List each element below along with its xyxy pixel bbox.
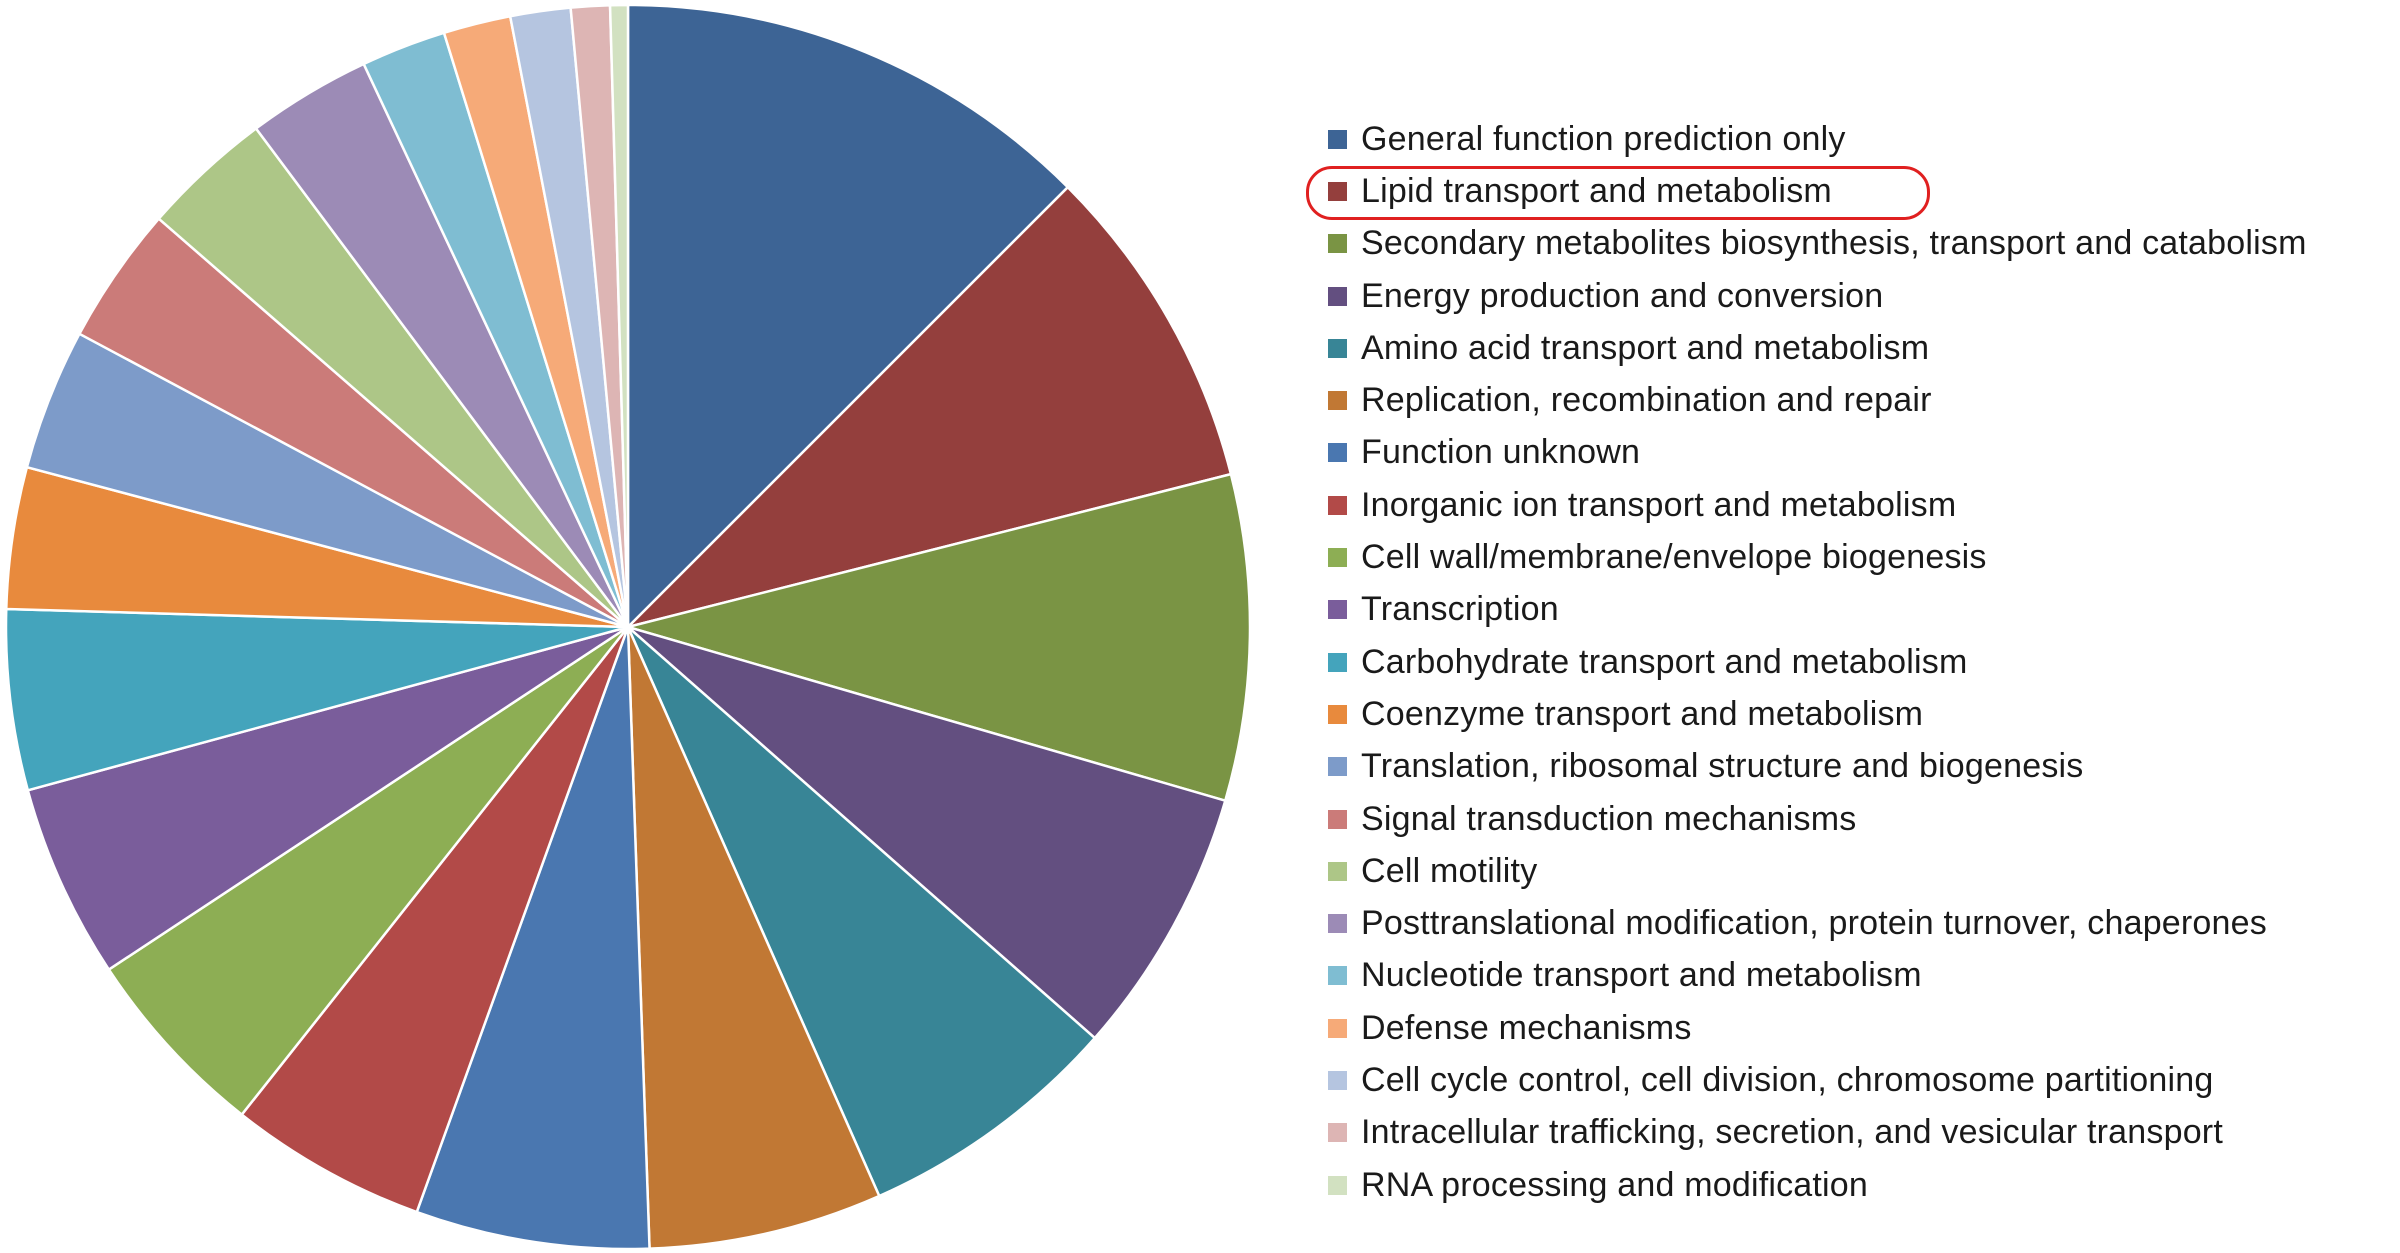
legend-label: Energy production and conversion: [1361, 276, 1884, 315]
legend-label: General function prediction only: [1361, 119, 1846, 158]
legend-item: Signal transduction mechanisms: [1328, 793, 2400, 845]
legend-swatch: [1328, 861, 1347, 881]
legend-item: Secondary metabolites biosynthesis, tran…: [1328, 218, 2400, 270]
legend-swatch: [1328, 234, 1347, 254]
legend-label: Function unknown: [1361, 433, 1641, 472]
pie-slice: [608, 3, 630, 629]
legend-item: Amino acid transport and metabolism: [1328, 322, 2400, 374]
legend-swatch: [1328, 181, 1347, 201]
legend-swatch: [1328, 1018, 1347, 1038]
legend-item: Lipid transport and metabolism: [1306, 165, 2400, 221]
legend-label: Translation, ribosomal structure and bio…: [1361, 747, 2084, 786]
legend-label: Nucleotide transport and metabolism: [1361, 956, 1922, 995]
legend-label: Cell motility: [1361, 851, 1538, 890]
pie-slices: [4, 3, 1252, 1251]
legend-label: Defense mechanisms: [1361, 1008, 1692, 1047]
legend-item: General function prediction only: [1328, 113, 2400, 165]
legend-swatch: [1328, 652, 1347, 672]
legend-item: Cell cycle control, cell division, chrom…: [1328, 1054, 2400, 1106]
legend-swatch: [1328, 495, 1347, 515]
legend-label: Inorganic ion transport and metabolism: [1361, 485, 1957, 524]
legend-swatch: [1328, 129, 1347, 149]
legend-swatch: [1328, 286, 1347, 306]
pie-slice: [626, 3, 1070, 629]
legend-swatch: [1328, 391, 1347, 411]
pie-slice: [107, 625, 630, 1116]
pie-slice: [240, 625, 630, 1214]
legend-item: Function unknown: [1328, 427, 2400, 479]
pie-slice: [4, 607, 630, 792]
legend-item: RNA processing and modification: [1328, 1159, 2400, 1211]
legend-label: Amino acid transport and metabolism: [1361, 328, 1930, 367]
pie-slice: [626, 625, 881, 1250]
legend-item: Coenzyme transport and metabolism: [1328, 688, 2400, 740]
legend-label: Cell cycle control, cell division, chrom…: [1361, 1060, 2214, 1099]
legend-label: Intracellular trafficking, secretion, an…: [1361, 1113, 2223, 1152]
legend-item: Nucleotide transport and metabolism: [1328, 950, 2400, 1002]
legend-label: Cell wall/membrane/envelope biogenesis: [1361, 538, 1987, 577]
legend-label: Posttranslational modification, protein …: [1361, 904, 2267, 943]
legend-label: Coenzyme transport and metabolism: [1361, 694, 1924, 733]
legend-item: Carbohydrate transport and metabolism: [1328, 636, 2400, 688]
legend-swatch: [1328, 338, 1347, 358]
legend-item: Transcription: [1328, 584, 2400, 636]
pie-plot-area: [4, 3, 1252, 1251]
legend-swatch: [1328, 1123, 1347, 1143]
legend-swatch: [1328, 704, 1347, 724]
legend-swatch: [1328, 809, 1347, 829]
pie-slice: [626, 625, 1227, 1040]
legend-label: Replication, recombination and repair: [1361, 381, 1932, 420]
pie-slice: [415, 625, 651, 1251]
legend-label: Transcription: [1361, 590, 1559, 629]
legend-swatch: [1328, 1175, 1347, 1195]
legend-item: Energy production and conversion: [1328, 270, 2400, 322]
pie-slice: [626, 472, 1252, 802]
legend-swatch: [1328, 1070, 1347, 1090]
legend-item: Intracellular trafficking, secretion, an…: [1328, 1107, 2400, 1159]
legend-swatch: [1328, 966, 1347, 986]
legend-item: Inorganic ion transport and metabolism: [1328, 479, 2400, 531]
legend-swatch: [1328, 600, 1347, 620]
pie-slice: [626, 185, 1233, 629]
legend-item: Cell motility: [1328, 845, 2400, 897]
legend-item: Defense mechanisms: [1328, 1002, 2400, 1054]
legend-item: Replication, recombination and repair: [1328, 374, 2400, 426]
legend-swatch: [1328, 548, 1347, 568]
legend-label: Carbohydrate transport and metabolism: [1361, 642, 1968, 681]
legend-label: Signal transduction mechanisms: [1361, 799, 1857, 838]
legend-swatch: [1328, 757, 1347, 777]
legend-item: Cell wall/membrane/envelope biogenesis: [1328, 531, 2400, 583]
pie-slice: [26, 625, 630, 971]
legend-label: Lipid transport and metabolism: [1361, 171, 1832, 210]
legend-label: RNA processing and modification: [1361, 1165, 1869, 1204]
legend-item: Translation, ribosomal structure and bio…: [1328, 741, 2400, 793]
pie-slice: [626, 625, 1097, 1198]
legend-swatch: [1328, 443, 1347, 463]
legend-swatch: [1328, 914, 1347, 934]
legend-label: Secondary metabolites biosynthesis, tran…: [1361, 224, 2307, 263]
legend-item: Posttranslational modification, protein …: [1328, 897, 2400, 949]
